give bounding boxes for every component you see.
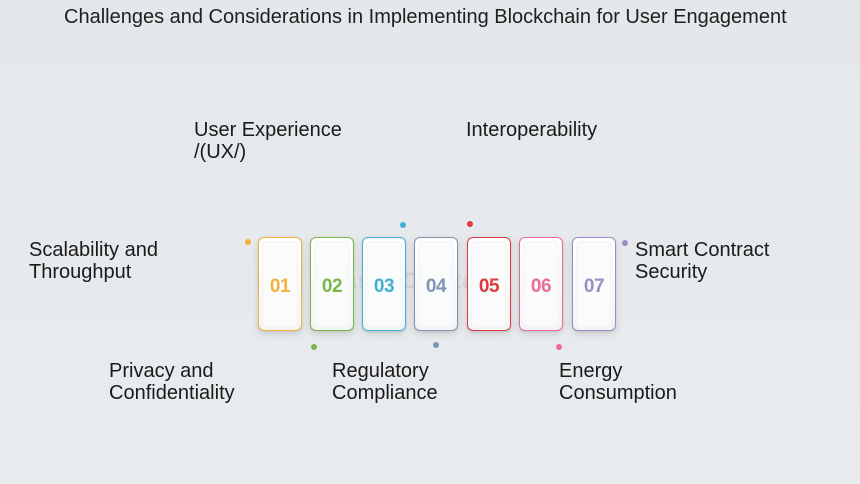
label-energy-consumption: Energy Consumption <box>559 360 677 404</box>
marker-dot-03 <box>400 222 406 228</box>
marker-dot-07 <box>622 240 628 246</box>
card-face <box>523 241 559 327</box>
card-face <box>471 241 507 327</box>
page-title: Challenges and Considerations in Impleme… <box>64 6 787 28</box>
step-card-01: 01 <box>258 237 302 331</box>
step-card-02: 02 <box>310 237 354 331</box>
label-privacy: Privacy and Confidentiality <box>109 360 235 404</box>
step-number: 03 <box>373 276 395 297</box>
card-face <box>366 241 402 327</box>
step-number: 04 <box>425 276 447 297</box>
step-number: 06 <box>530 276 552 297</box>
marker-dot-02 <box>311 344 317 350</box>
card-face <box>314 241 350 327</box>
marker-dot-04 <box>433 342 439 348</box>
step-card-05: 05 <box>467 237 511 331</box>
label-interoperability: Interoperability <box>466 119 598 141</box>
label-smart-contract-security: Smart Contract Security <box>635 239 770 283</box>
step-number: 02 <box>321 276 343 297</box>
card-face <box>418 241 454 327</box>
step-number: 01 <box>269 276 291 297</box>
label-regulatory-compliance: Regulatory Compliance <box>332 360 438 404</box>
step-number: 07 <box>583 276 605 297</box>
marker-dot-01 <box>245 239 251 245</box>
step-card-06: 06 <box>519 237 563 331</box>
step-number: 05 <box>478 276 500 297</box>
card-face <box>576 241 612 327</box>
step-card-04: 04 <box>414 237 458 331</box>
step-card-03: 03 <box>362 237 406 331</box>
card-face <box>262 241 298 327</box>
marker-dot-05 <box>467 221 473 227</box>
step-card-07: 07 <box>572 237 616 331</box>
label-scalability: Scalability and Throughput <box>29 239 158 283</box>
label-user-experience: User Experience /(UX/) <box>194 119 342 163</box>
marker-dot-06 <box>556 344 562 350</box>
